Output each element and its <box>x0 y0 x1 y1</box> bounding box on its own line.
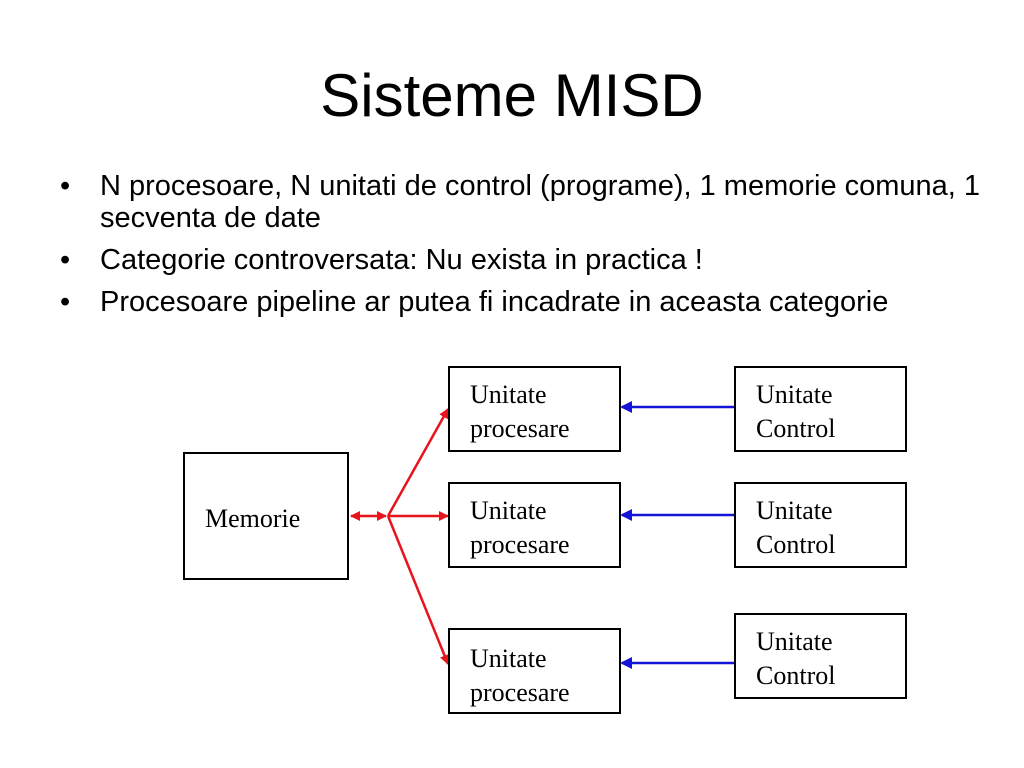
bullet-item: • Procesoare pipeline ar putea fi incadr… <box>56 286 986 318</box>
arrow-to-processing-unit-3 <box>386 515 450 665</box>
control-unit-label: Unitate Control <box>756 627 836 690</box>
control-unit-label: Unitate Control <box>756 496 836 559</box>
processing-unit-box: Unitate procesare <box>448 628 621 714</box>
bullet-glyph: • <box>60 244 71 276</box>
processing-unit-box: Unitate procesare <box>448 366 621 452</box>
slide-title: Sisteme MISD <box>320 62 704 129</box>
bullet-glyph: • <box>60 286 71 318</box>
bullet-text: N procesoare, N unitati de control (prog… <box>100 170 981 234</box>
control-unit-box: Unitate Control <box>734 366 907 452</box>
bullet-item: • Categorie controversata: Nu exista in … <box>56 244 986 276</box>
bullet-item: • N procesoare, N unitati de control (pr… <box>56 170 986 234</box>
arrow-to-processing-unit-1 <box>386 408 450 517</box>
processing-unit-label: Unitate procesare <box>470 496 570 559</box>
bullet-glyph: • <box>60 170 71 202</box>
memory-label: Memorie <box>205 504 301 533</box>
bullet-text: Categorie controversata: Nu exista in pr… <box>100 244 703 276</box>
processing-unit-box: Unitate procesare <box>448 482 621 568</box>
processing-unit-label: Unitate procesare <box>470 644 570 707</box>
control-unit-label: Unitate Control <box>756 380 836 443</box>
control-unit-box: Unitate Control <box>734 482 907 568</box>
processing-unit-label: Unitate procesare <box>470 380 570 443</box>
control-unit-box: Unitate Control <box>734 613 907 699</box>
bullet-text: Procesoare pipeline ar putea fi incadrat… <box>100 286 889 318</box>
bullet-list: • N procesoare, N unitati de control (pr… <box>56 170 986 328</box>
memory-box: Memorie <box>183 452 349 580</box>
